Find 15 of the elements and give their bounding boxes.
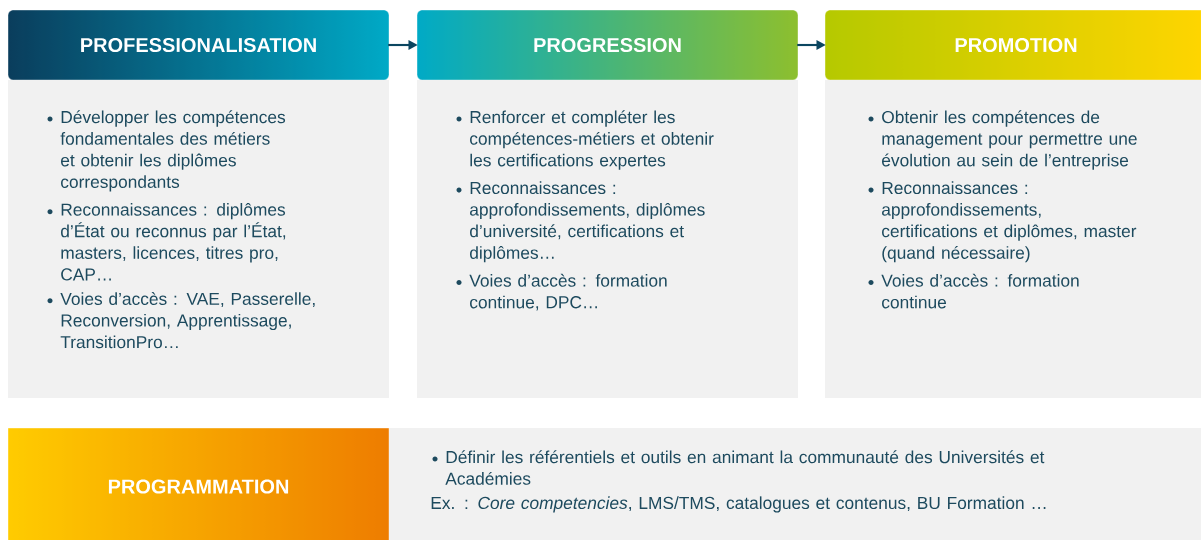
- list-item: Voies d’accès : formation continue, DPC…: [456, 273, 667, 311]
- header-box: PROMOTION: [824, 9, 1201, 81]
- label-band: PROGRAMMATION: [7, 427, 390, 540]
- example-text: Ex. : Core competencies, LMS/TMS, catalogues et contenus, BU Formation …: [431, 496, 1046, 513]
- list-item: Reconnaissances : approfondissements, diplômes d’université, certifications et diplômes…: [456, 181, 705, 263]
- header-box: PROGRESSION: [416, 9, 799, 81]
- list-item: Voies d’accès : VAE, Passerelle, Reconversion, Apprentissage, TransitionPro…: [47, 292, 315, 349]
- list-item: Reconnaissances : approfondissements, certifications et diplômes, master (quand nécessaire): [868, 181, 1137, 263]
- list-item: Voies d’accès : formation continue: [868, 273, 1079, 309]
- list-item: Reconnaissances : diplômes d’État ou reconnus par l’État, masters, licences, titres pro, CAP…: [47, 202, 286, 281]
- list-item: Renforcer et compléter les compétences-métiers et obtenir les certifications expertes: [456, 110, 714, 170]
- header-box: PROFESSIONALISATION: [7, 9, 390, 81]
- list-item: Développer les compétences fondamentales des métiers et obtenir les diplômes correspondants: [47, 110, 286, 192]
- list-item: Obtenir les compétences de management pour permettre une évolution au sein de l’entreprise: [868, 110, 1137, 170]
- list-item: Définir les référentiels et outils en animant la communauté des Universités et Académies: [432, 450, 1045, 485]
